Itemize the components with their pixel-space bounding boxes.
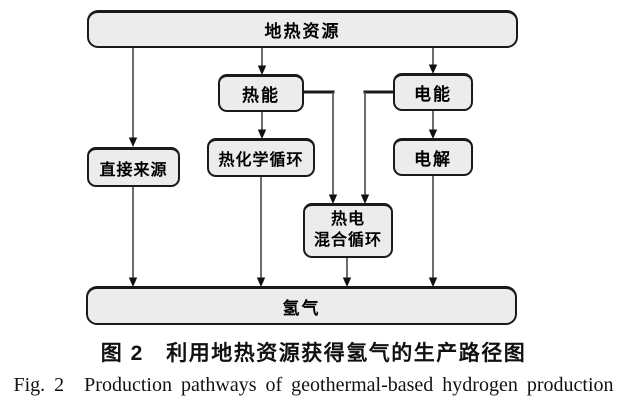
connector-hybrid-to-hydrogen xyxy=(342,257,352,287)
node-geothermal-resources: 地热资源 xyxy=(87,10,518,48)
node-direct-source: 直接来源 xyxy=(87,147,180,187)
node-electrolysis: 电解 xyxy=(393,138,473,176)
connector-geothermal-to-thermal xyxy=(257,46,267,75)
connector-thermal-to-thermochemical xyxy=(257,110,267,139)
node-electric-energy: 电能 xyxy=(393,73,473,111)
node-label: 电能 xyxy=(414,85,452,104)
figure-caption-chinese: 图 2 利用地热资源获得氢气的生产路径图 xyxy=(100,342,527,365)
connector-thermochemical-to-hydrogen xyxy=(256,176,266,287)
connector-direct-to-hydrogen xyxy=(128,186,138,287)
node-label-line1: 热电 xyxy=(330,211,365,229)
connector-electric-to-hybrid xyxy=(360,90,394,204)
node-thermoelectric-hybrid-cycle: 热电 混合循环 xyxy=(303,203,393,258)
node-label: 地热资源 xyxy=(264,22,341,41)
node-label-line2: 混合循环 xyxy=(313,232,382,249)
connector-geothermal-to-electric xyxy=(428,46,438,74)
connector-electrolysis-to-hydrogen xyxy=(428,175,438,287)
connector-thermal-to-hybrid xyxy=(302,90,338,204)
node-thermal-energy: 热能 xyxy=(218,74,304,112)
node-label: 热化学循环 xyxy=(218,152,304,169)
node-hydrogen: 氢气 xyxy=(86,286,517,325)
node-thermochemical-cycle: 热化学循环 xyxy=(207,138,315,177)
connector-geothermal-to-direct xyxy=(128,46,138,147)
node-label: 氢气 xyxy=(282,298,321,318)
figure-caption-english: Fig. 2 Production pathways of geothermal… xyxy=(13,374,614,396)
connector-electric-to-electrolysis xyxy=(428,109,438,139)
node-label: 直接来源 xyxy=(99,161,168,179)
node-label: 电解 xyxy=(414,150,452,169)
node-label: 热能 xyxy=(242,86,280,105)
